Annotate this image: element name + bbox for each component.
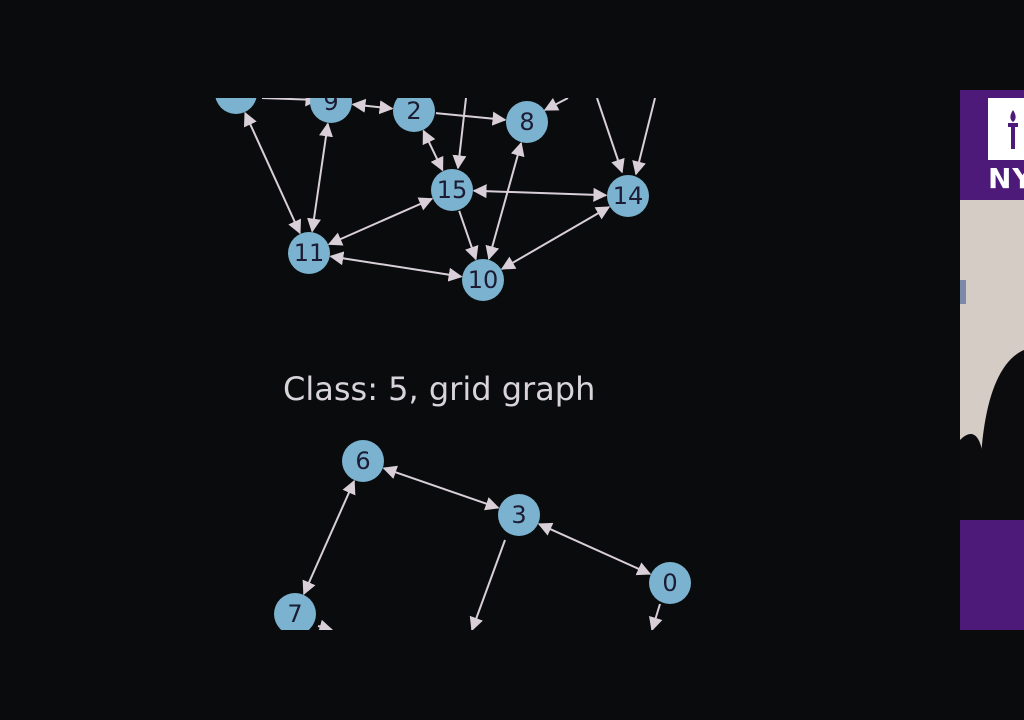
node-7 (274, 593, 316, 630)
edge-14-10 (500, 206, 611, 270)
edge-offscreen (596, 98, 625, 174)
nyu-footer-banner (960, 520, 1024, 630)
edge-offscreen (469, 539, 506, 630)
node-label-8: 8 (519, 108, 534, 136)
edge-2-15 (422, 129, 444, 172)
node-label-14: 14 (613, 182, 644, 210)
edge-offscreen (261, 98, 320, 107)
node-label-11: 11 (294, 239, 325, 267)
top-graph: 2 8 9 10 11 14 15 (215, 88, 656, 301)
node-14 (607, 175, 649, 217)
bottom-graph: 6 3 0 7 (274, 440, 691, 630)
logo-text: NY (988, 162, 1024, 195)
edge-offscreen (452, 98, 467, 170)
webcam-panel: NY (960, 90, 1024, 630)
edge-offscreen (317, 619, 334, 630)
node-label-15: 15 (437, 176, 468, 204)
edge-11-10 (329, 251, 463, 282)
nyu-logo-banner: NY (960, 90, 1024, 200)
edge-3-0 (537, 522, 652, 576)
edge-left-partial-11 (243, 111, 302, 235)
edge-15-14 (472, 184, 608, 202)
edge-15-11 (327, 197, 434, 246)
edge-offscreen (632, 98, 656, 176)
node-8 (506, 101, 548, 143)
edge-offscreen (649, 603, 663, 630)
edge-offscreen (543, 98, 569, 111)
node-2 (393, 98, 435, 132)
node-6 (342, 440, 384, 482)
edge-15-10 (458, 210, 479, 261)
node-label-2: 2 (406, 97, 421, 125)
edge-6-3 (382, 465, 500, 511)
node-15 (431, 169, 473, 211)
node-9 (310, 98, 352, 123)
graph-class-caption: Class: 5, grid graph (283, 370, 596, 408)
edge-6-7 (302, 479, 356, 596)
node-label-9: 9 (323, 88, 338, 116)
node-label-10: 10 (468, 266, 499, 294)
edge-9-2 (351, 98, 394, 115)
logo-badge (988, 98, 1024, 160)
node-3 (498, 494, 540, 536)
node-label-3: 3 (511, 501, 526, 529)
edge-2-8 (435, 111, 507, 126)
torch-icon (1008, 110, 1018, 149)
node-0 (649, 562, 691, 604)
edge-8-10 (485, 141, 525, 261)
node-11 (288, 232, 330, 274)
presenter-silhouette (960, 200, 1024, 520)
node-label-7: 7 (287, 600, 302, 628)
node-10 (462, 259, 504, 301)
node-label-0: 0 (662, 569, 677, 597)
edge-9-11 (307, 122, 333, 233)
node-label-6: 6 (355, 447, 370, 475)
webcam-video (960, 200, 1024, 520)
node-left-partial (215, 98, 257, 114)
